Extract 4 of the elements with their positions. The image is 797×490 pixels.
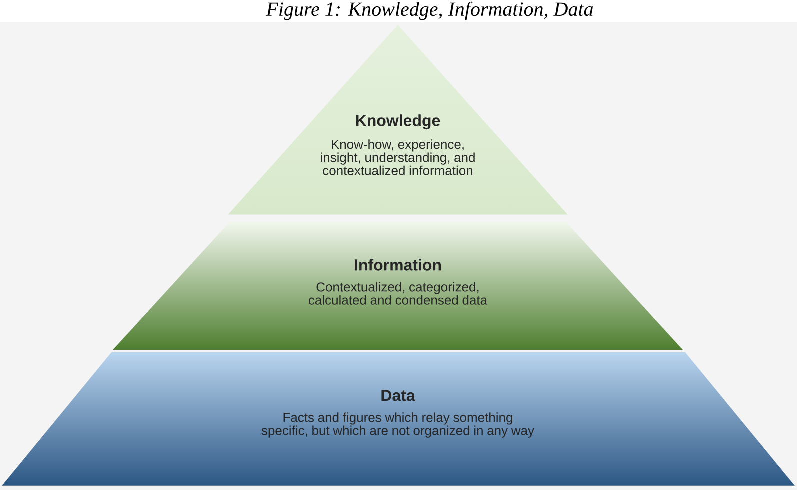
pyramid-layer: Knowledge Know-how, experience, insight, understanding, and contextualized information: [321, 114, 475, 176]
figure-title: Figure 1: Knowledge, Information, Data: [266, 2, 594, 20]
pyramid-layer: Information Contextualized, categorized, calculated and condensed data: [308, 259, 488, 305]
pyramid-layer: Data Facts and figures which relay something specific, but which are not organized in any way: [262, 390, 534, 438]
